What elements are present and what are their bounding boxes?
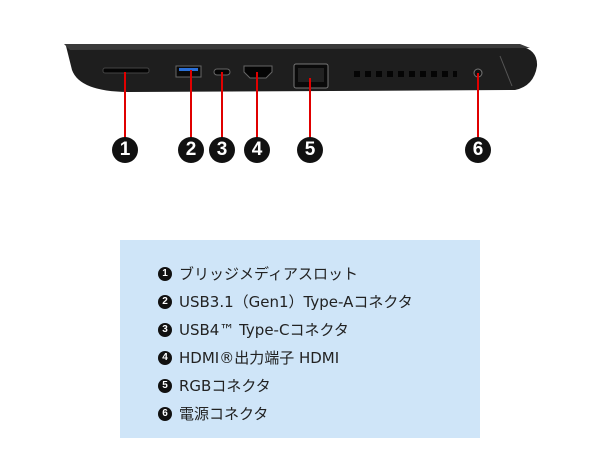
legend-item: 1 ブリッジメディアスロット xyxy=(158,263,358,284)
callout-6: 6 xyxy=(465,137,491,163)
leader-lines xyxy=(124,70,479,138)
usb-a-port xyxy=(175,65,202,78)
callout-5: 5 xyxy=(297,137,323,163)
callout-2: 2 xyxy=(178,137,204,163)
callout-1: 1 xyxy=(112,137,138,163)
laptop-side-view xyxy=(64,44,538,138)
legend-label: USB3.1（Gen1）Type-Aコネクタ xyxy=(179,293,413,311)
legend-item: 3 USB4™ Type-Cコネクタ xyxy=(158,319,349,340)
vent xyxy=(354,71,457,77)
legend-item: 5 RGBコネクタ xyxy=(158,375,271,396)
legend-number: 5 xyxy=(158,378,172,393)
legend-number: 6 xyxy=(158,406,172,421)
callout-3: 3 xyxy=(209,137,235,163)
legend-number: 4 xyxy=(158,350,172,365)
laptop-lid-edge xyxy=(64,44,530,50)
legend-label: ブリッジメディアスロット xyxy=(179,265,358,283)
legend-number: 1 xyxy=(158,266,172,281)
callout-4: 4 xyxy=(244,137,270,163)
legend-label: RGBコネクタ xyxy=(179,377,271,395)
legend-label: HDMI®出力端子 HDMI xyxy=(179,349,340,367)
legend-number: 2 xyxy=(158,294,172,309)
legend-label: 電源コネクタ xyxy=(179,405,269,423)
legend-item: 4 HDMI®出力端子 HDMI xyxy=(158,347,339,368)
legend-item: 2 USB3.1（Gen1）Type-Aコネクタ xyxy=(158,291,413,312)
legend-label: USB4™ Type-Cコネクタ xyxy=(179,321,349,339)
legend-item: 6 電源コネクタ xyxy=(158,403,268,424)
legend-number: 3 xyxy=(158,322,172,337)
